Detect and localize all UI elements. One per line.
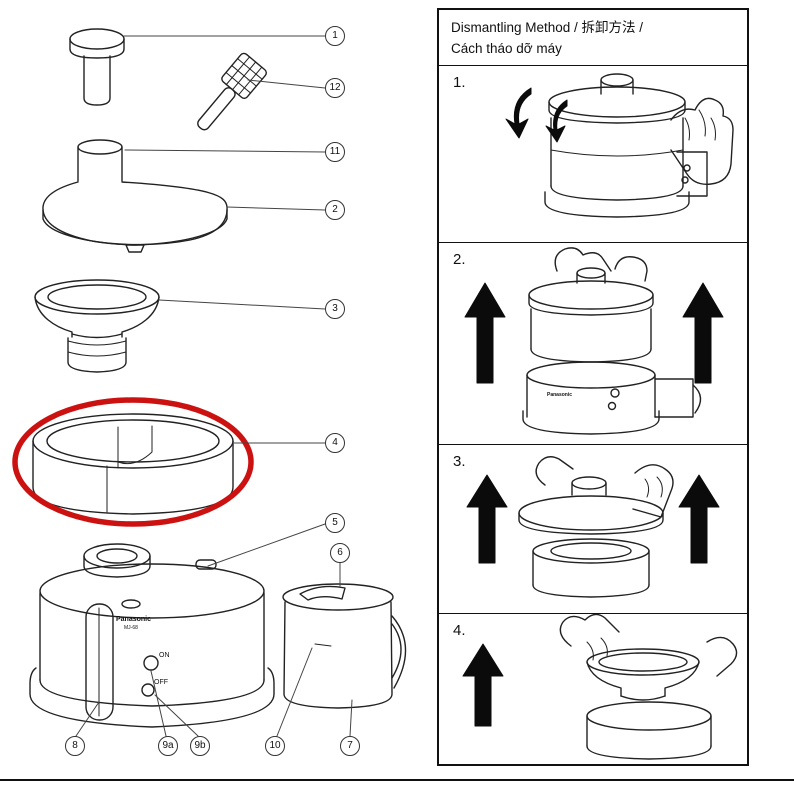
callout-1: 1 <box>325 26 345 46</box>
cover-drawing <box>42 181 228 253</box>
dismantling-panel: Dismantling Method / 拆卸方法 / Cách tháo dỡ… <box>437 8 749 766</box>
callout-2: 2 <box>325 200 345 220</box>
step-3-illustration <box>466 456 720 598</box>
hand-illustration <box>535 456 674 518</box>
step-3: 3. <box>439 444 747 613</box>
lid-drawing <box>518 476 664 535</box>
rotate-arrow-icon <box>545 99 568 143</box>
juice-cup-drawing <box>282 583 407 709</box>
filter-drawing <box>586 648 700 701</box>
callout-4: 4 <box>325 433 345 453</box>
up-arrow-icon <box>464 282 506 384</box>
callout-9a: 9a <box>158 736 178 756</box>
feeder-cap-drawing <box>77 139 123 182</box>
motor-housing-drawing: Panasonic MJ-68 ON OFF <box>29 543 275 728</box>
highlight-ellipse <box>12 397 254 527</box>
step-4-number: 4. <box>453 622 466 639</box>
callout-5: 5 <box>325 513 345 533</box>
dismantling-header: Dismantling Method / 拆卸方法 / Cách tháo dỡ… <box>439 10 747 66</box>
parts-diagram: Panasonic MJ-68 ON OFF <box>12 28 407 737</box>
step-4-illustration <box>462 614 738 760</box>
hand-illustration <box>554 247 648 282</box>
motor-base-drawing: Panasonic <box>522 361 702 435</box>
model-label: MJ-68 <box>124 625 138 631</box>
drum-drawing <box>532 538 650 598</box>
step-2-illustration: Panasonic <box>464 247 724 435</box>
bowl-assembly-drawing <box>528 267 654 363</box>
step-4: 4. <box>439 613 747 764</box>
callout-3: 3 <box>325 299 345 319</box>
switch-on-label: ON <box>159 652 170 659</box>
hand-illustration <box>559 614 738 677</box>
callout-12: 12 <box>325 78 345 98</box>
callout-6: 6 <box>330 543 350 563</box>
callout-7: 7 <box>340 736 360 756</box>
callout-8: 8 <box>65 736 85 756</box>
hand-illustration <box>670 97 734 185</box>
up-arrow-icon <box>682 282 724 384</box>
step-1: 1. <box>439 66 747 242</box>
up-arrow-icon <box>678 474 720 564</box>
collector-ring-drawing <box>32 413 234 515</box>
up-arrow-icon <box>466 474 508 564</box>
leader-lines <box>75 35 353 737</box>
appliance-drawing <box>544 73 708 218</box>
dismantling-title-line2: Cách tháo dỡ máy <box>451 40 562 56</box>
callout-9b: 9b <box>190 736 210 756</box>
callout-11: 11 <box>325 142 345 162</box>
food-pusher-drawing <box>69 28 125 106</box>
brand-label-small: Panasonic <box>547 392 572 398</box>
dismantling-title-line1: Dismantling Method / 拆卸方法 / <box>451 20 644 35</box>
cleaning-brush-drawing <box>197 52 267 131</box>
step-1-illustration <box>505 73 734 218</box>
filter-basket-drawing <box>34 279 160 373</box>
step-1-number: 1. <box>453 74 466 91</box>
brand-label: Panasonic <box>116 616 151 623</box>
up-arrow-icon <box>462 643 504 727</box>
step-2-number: 2. <box>453 251 466 268</box>
page-bottom-rule <box>0 779 794 781</box>
rotate-arrow-icon <box>505 87 532 139</box>
callout-10: 10 <box>265 736 285 756</box>
step-2: 2. <box>439 242 747 444</box>
ring-base-drawing <box>586 701 712 760</box>
step-3-number: 3. <box>453 453 466 470</box>
switch-off-label: OFF <box>154 679 168 686</box>
